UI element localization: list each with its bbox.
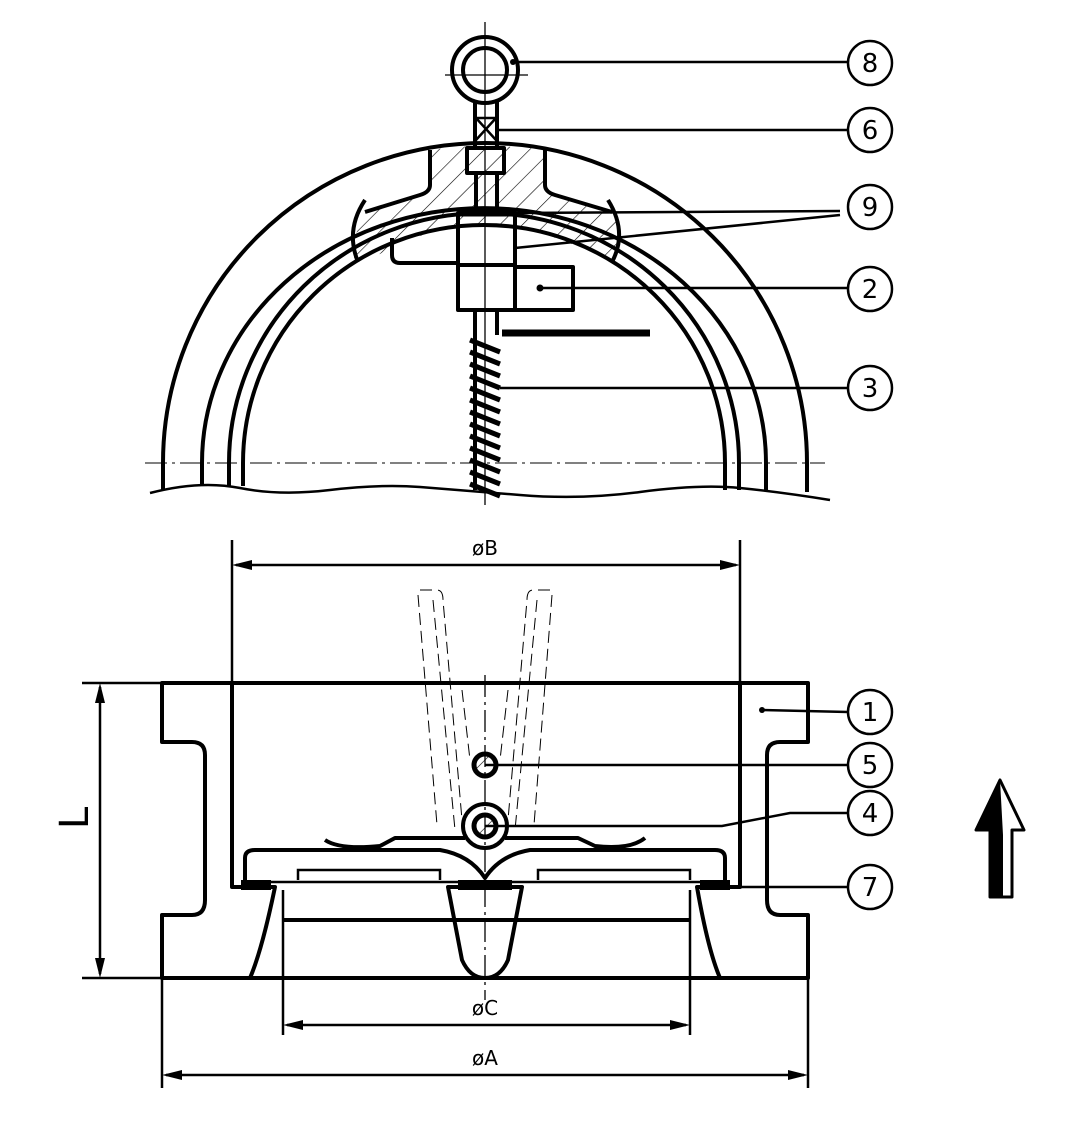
open-disc-right [499, 589, 553, 831]
callout-8: 8 [846, 39, 894, 87]
svg-text:2: 2 [862, 275, 879, 305]
disc-ribs [296, 868, 692, 880]
flange-arc [200, 206, 768, 490]
square-nut-6 [475, 116, 497, 141]
break-line [149, 483, 831, 502]
extension-C [281, 978, 692, 1035]
leader-9b [514, 213, 841, 250]
outer-arc [161, 141, 809, 492]
svg-text:6: 6 [862, 116, 879, 146]
leader-1 [761, 708, 849, 714]
rib-right [606, 198, 622, 263]
eyebolt-shank [473, 100, 499, 150]
callout-7: 7 [846, 863, 894, 911]
callout-1: 1 [846, 688, 894, 736]
inner-arc-1 [227, 211, 741, 490]
bore-lines [281, 890, 692, 978]
svg-text:5: 5 [862, 751, 879, 781]
svg-text:3: 3 [862, 374, 879, 404]
disc-lugs [323, 836, 647, 850]
inner-arc-2 [241, 223, 727, 490]
spring-3 [469, 310, 501, 499]
dim-label-L: L [52, 806, 98, 829]
plug [465, 146, 506, 175]
svg-text:4: 4 [862, 799, 879, 829]
open-disc-left [417, 589, 471, 831]
dim-label-B: øB [472, 536, 498, 560]
block-lower [456, 263, 517, 312]
svg-text:9: 9 [862, 193, 879, 223]
callout-2: 2 [846, 265, 894, 313]
body-right [695, 681, 810, 980]
seal-right [700, 880, 730, 890]
callouts: 8 6 9 2 3 1 5 4 7 [846, 39, 894, 911]
rib-left [350, 198, 367, 263]
extension-L [82, 681, 162, 980]
callout-6: 6 [846, 106, 894, 154]
svg-text:8: 8 [862, 49, 879, 79]
bracket [390, 238, 458, 265]
stem [474, 173, 499, 213]
boss-left [364, 150, 432, 214]
extension-B [230, 540, 742, 683]
leader-4 [485, 811, 848, 828]
eyebolt-ring [450, 35, 520, 105]
callout-5: 5 [846, 741, 894, 789]
svg-text:7: 7 [862, 873, 879, 903]
leader-9a [514, 209, 841, 215]
dim-label-A: øA [472, 1046, 498, 1070]
callout-4: 4 [846, 789, 894, 837]
callout-3: 3 [846, 364, 894, 412]
extension-A [160, 978, 810, 1088]
body-left [160, 681, 277, 980]
dimensions: øB øC øA L [52, 536, 810, 1088]
eyebolt-hole [461, 46, 509, 94]
flow-direction-arrow-icon [974, 778, 1026, 899]
top-view [145, 22, 848, 505]
callout-9: 9 [846, 183, 894, 231]
seal-left [241, 880, 271, 890]
center-rib [446, 885, 524, 980]
section-view [160, 589, 849, 1000]
dim-label-C: øC [472, 996, 498, 1020]
boss-right [543, 150, 613, 214]
svg-text:1: 1 [862, 698, 879, 728]
